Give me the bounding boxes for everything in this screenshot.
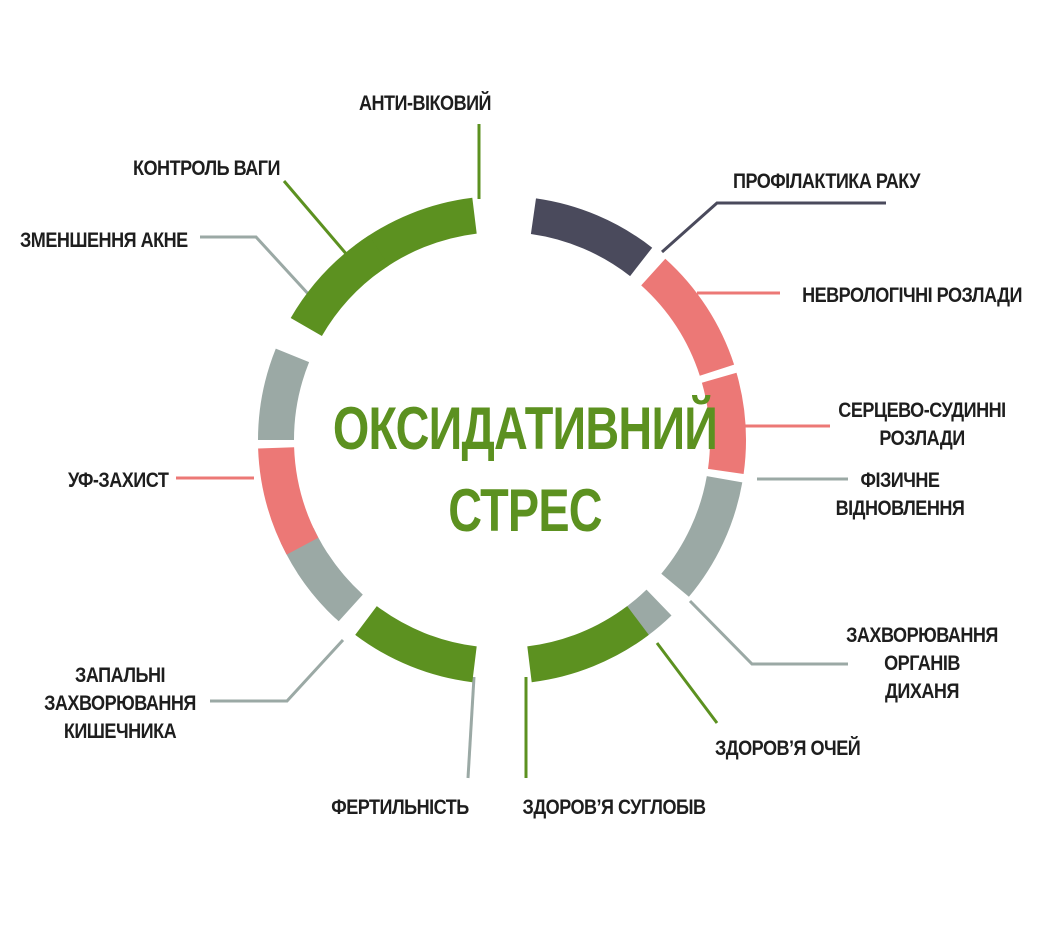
label-joint-health: ЗДОРОВ’Я СУГЛОБІВ bbox=[522, 796, 706, 819]
label-physical-recovery: ФІЗИЧНЕ ВІДНОВЛЕННЯ bbox=[835, 469, 965, 520]
leader-bowel-diseases bbox=[210, 638, 345, 703]
label-eye-health: ЗДОРОВ’Я ОЧЕЙ bbox=[715, 737, 861, 760]
label-cancer-prevention: ПРОФІЛАКТИКА РАКУ bbox=[733, 170, 921, 193]
arc-eye-health bbox=[527, 606, 649, 683]
label-neuro-disorders: НЕВРОЛОГІЧНІ РОЗЛАДИ bbox=[802, 284, 1022, 307]
arc-anti-aging bbox=[355, 197, 477, 274]
arc-cardio-disorders bbox=[701, 372, 746, 474]
arc-physical-recovery bbox=[661, 476, 743, 597]
arc-bowel-diseases bbox=[280, 527, 361, 619]
label-cardio-disorders: СЕРЦЕВО-СУДИННІ РОЗЛАДИ bbox=[838, 399, 1006, 450]
label-uv-protection: УФ-ЗАХИСТ bbox=[68, 469, 169, 492]
arc-acne-reduction bbox=[258, 348, 310, 440]
center-title: ОКСИДАТИВНИЙ СТРЕС bbox=[332, 395, 718, 544]
arc-neuro-disorders bbox=[641, 258, 735, 376]
arc-joint-health bbox=[355, 606, 477, 683]
leader-eye-health bbox=[655, 642, 719, 724]
arc-weight-control bbox=[290, 235, 389, 336]
arc-uv-protection bbox=[258, 447, 319, 555]
leader-weight-control bbox=[282, 180, 350, 257]
label-acne-reduction: ЗМЕНШЕННЯ АКНЕ bbox=[20, 229, 188, 252]
label-respiratory-diseases: ЗАХВОРЮВАННЯ ОРГАНІВ ДИХАНЯ bbox=[846, 624, 998, 703]
leader-respiratory-diseases bbox=[688, 599, 848, 666]
leader-cancer-prevention bbox=[661, 201, 886, 254]
label-anti-aging: АНТИ-ВІКОВИЙ bbox=[358, 92, 492, 115]
leader-fertility bbox=[466, 676, 476, 779]
arc-cancer-prevention bbox=[530, 198, 653, 277]
label-bowel-diseases: ЗАПАЛЬНІ ЗАХВОРЮВАННЯ КИШЕЧНИКА bbox=[44, 664, 196, 743]
label-weight-control: КОНТРОЛЬ ВАГИ bbox=[133, 157, 280, 180]
leader-acne-reduction bbox=[200, 235, 313, 299]
label-fertility: ФЕРТИЛЬНІСТЬ bbox=[331, 796, 469, 819]
